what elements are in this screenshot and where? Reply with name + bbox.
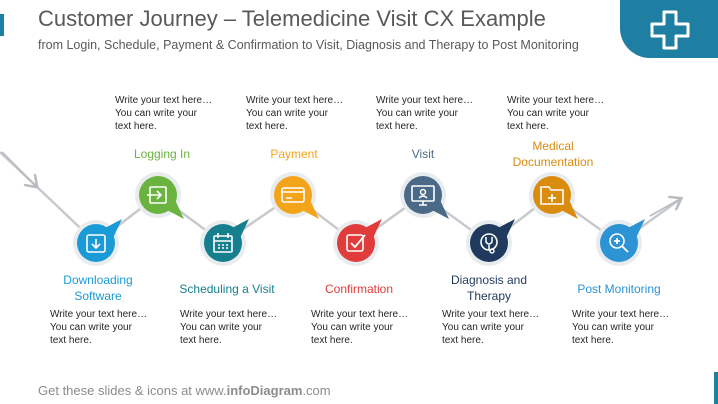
calendar-icon: [213, 233, 233, 253]
step-label-logging-in: Logging In: [133, 147, 191, 161]
credit-card-icon: [281, 187, 305, 203]
right-accent-bar: [714, 372, 718, 404]
page-subtitle: from Login, Schedule, Payment & Confirma…: [38, 38, 579, 52]
step-label-scheduling: Scheduling a Visit: [179, 282, 275, 296]
plus-icon: [650, 10, 690, 50]
end-arrow: [649, 199, 680, 217]
login-icon: [147, 186, 167, 204]
step-node-5: [333, 219, 382, 266]
step-node-3: [200, 219, 249, 266]
step-node-4: [270, 172, 319, 219]
step-label-downloading-software: Downloading Software: [63, 273, 133, 303]
step-node-7: [466, 219, 515, 266]
step-node-8: [529, 172, 578, 219]
step-node-9: [596, 219, 645, 266]
step-label-payment: Payment: [270, 147, 318, 161]
left-accent-bar: [0, 14, 4, 36]
step-label-medical-documentation: Medical Documentation: [512, 139, 594, 169]
download-icon: [86, 234, 106, 253]
header-badge: [620, 0, 718, 58]
step-node-2: [135, 172, 184, 219]
step-label-visit: Visit: [411, 147, 435, 161]
video-call-icon: [411, 185, 435, 206]
page-title: Customer Journey – Telemedicine Visit CX…: [38, 6, 546, 31]
medical-folder-icon: [540, 186, 564, 205]
step-label-post-monitoring: Post Monitoring: [577, 282, 661, 296]
step-label-diagnosis: Diagnosis and Therapy: [450, 273, 528, 303]
footer-text[interactable]: Get these slides & icons at www.infoDiag…: [38, 383, 331, 398]
magnifier-plus-icon: [609, 233, 629, 253]
step-node-1: [73, 219, 122, 266]
step-node-6: [400, 172, 449, 219]
start-arrow: [1, 151, 36, 186]
checkmark-icon: [346, 234, 366, 252]
step-label-confirmation: Confirmation: [324, 282, 394, 296]
stethoscope-icon: [480, 233, 498, 254]
